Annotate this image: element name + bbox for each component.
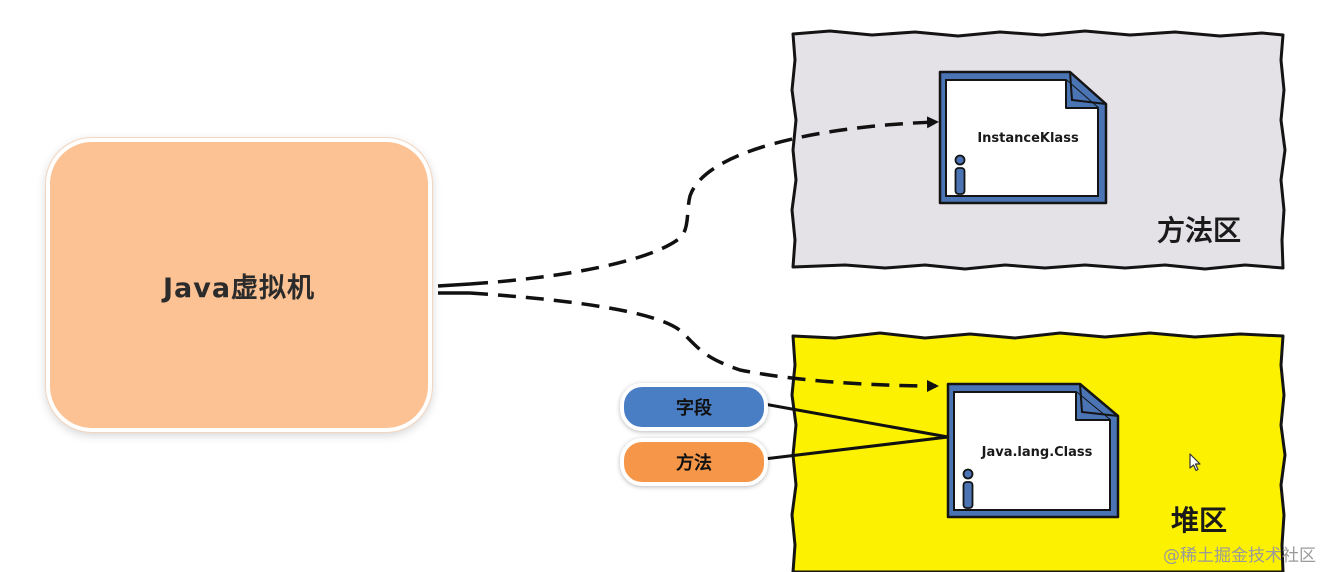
instanceklass-label: InstanceKlass: [977, 131, 1079, 146]
java-lang-class-document-icon: [946, 382, 1120, 519]
watermark: @稀土掘金技术社区: [1163, 546, 1316, 566]
dashed-arrow-to-instanceklass: [469, 116, 939, 286]
method-pill-connector: [763, 435, 949, 461]
mouse-pointer-icon: [1189, 453, 1201, 472]
jvm-connector-line-top: [437, 282, 471, 288]
jvm-label: Java虚拟机: [162, 272, 316, 304]
jvm-box: Java虚拟机: [46, 138, 432, 432]
method-area-label: 方法区: [1157, 214, 1241, 247]
dashed-arrow-to-java-lang-class: [469, 291, 939, 392]
field-pill: 字段: [620, 383, 768, 431]
heap-label: 堆区: [1171, 504, 1227, 537]
java-lang-class-label: Java.lang.Class: [981, 445, 1093, 460]
instanceklass-document-icon: [938, 70, 1108, 205]
field-pill-connector: [763, 402, 949, 439]
method-pill: 方法: [620, 438, 768, 486]
